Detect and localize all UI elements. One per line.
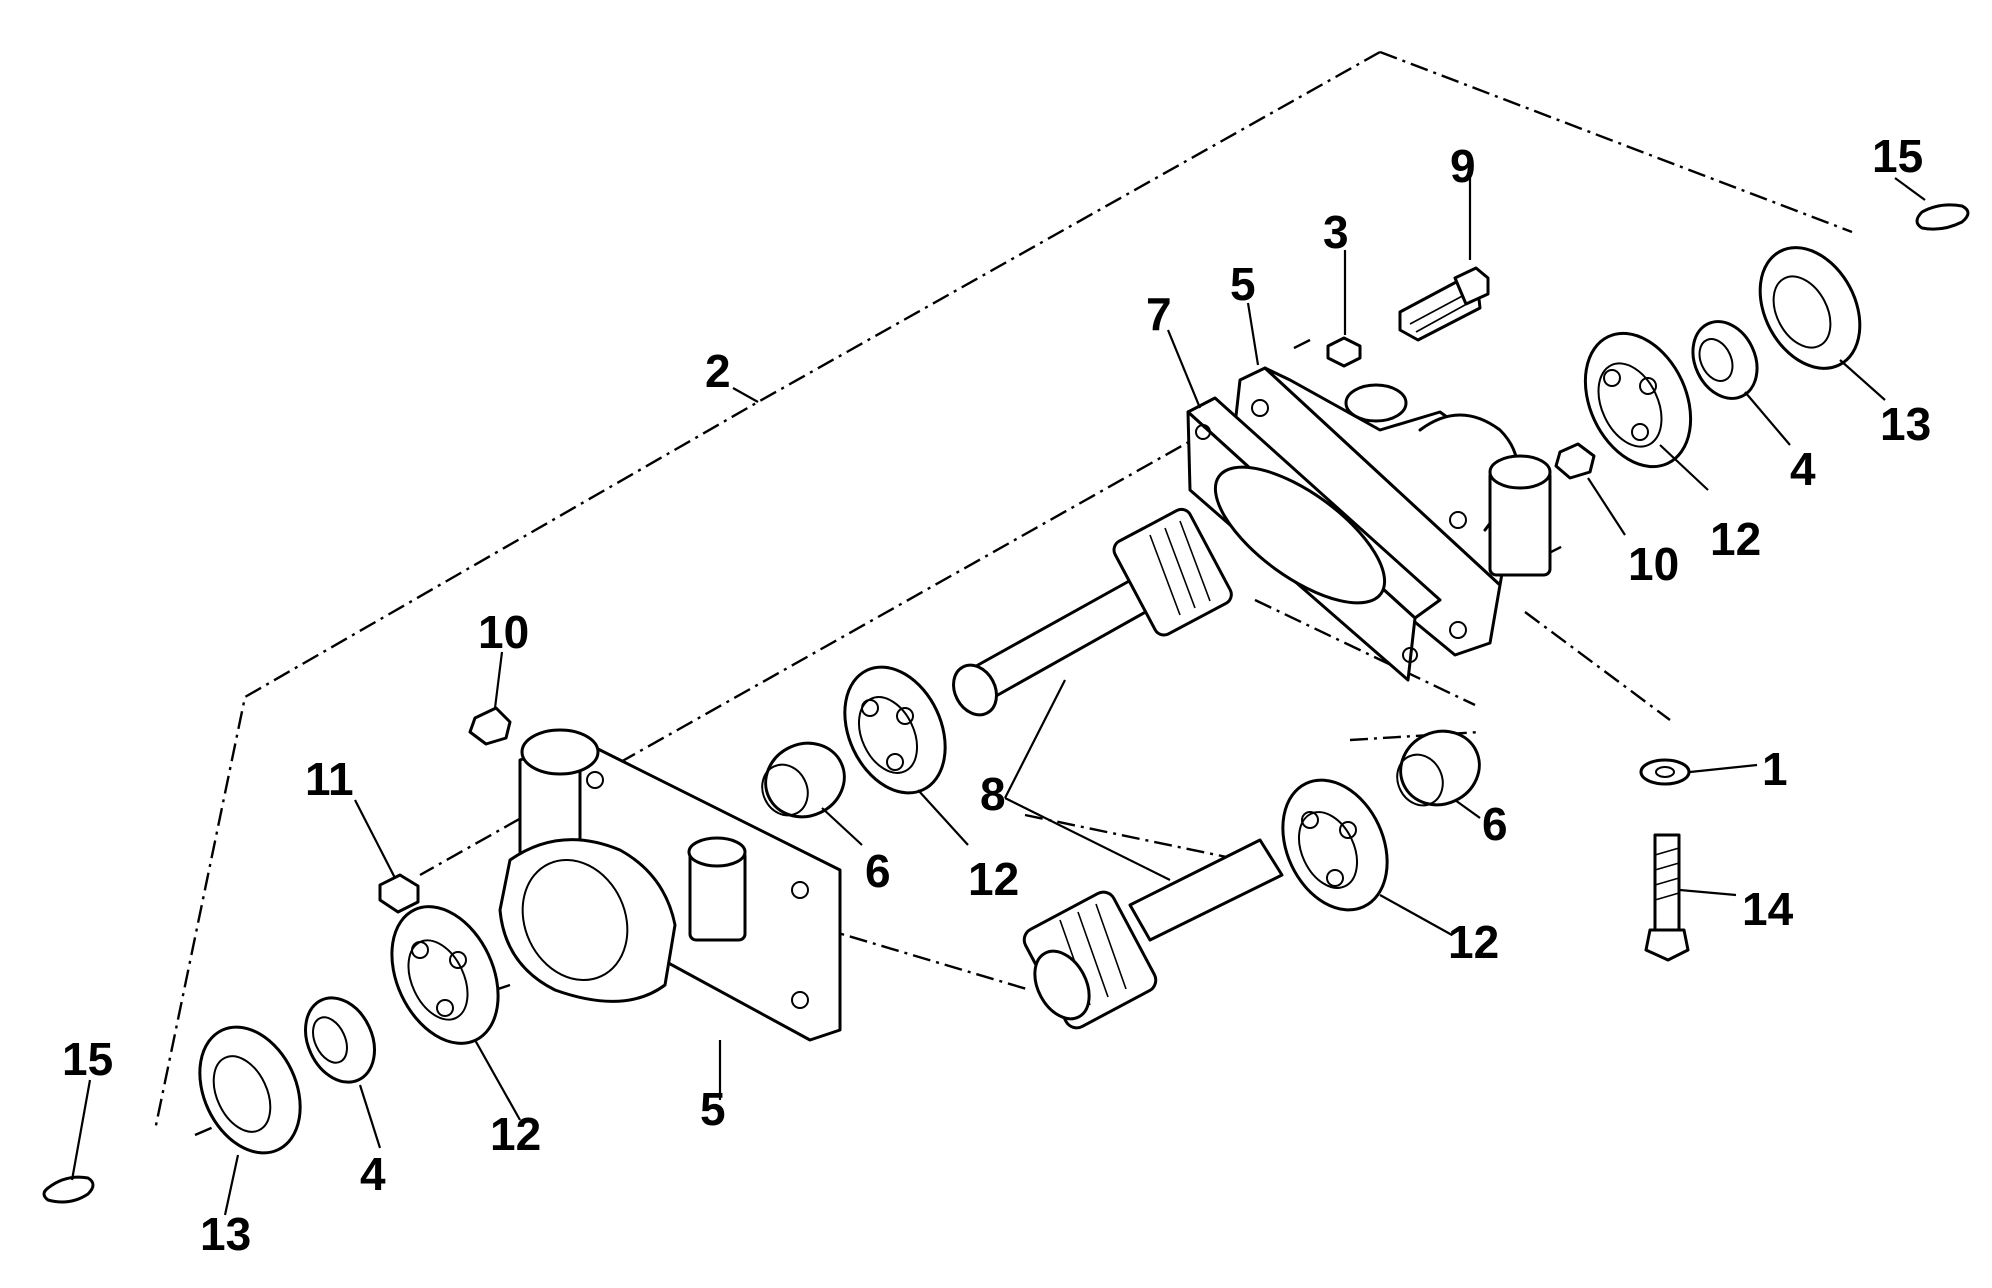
gear-shaft-lower [1022, 838, 1284, 1030]
housing-upper [1228, 366, 1552, 657]
callout-c12-mid-left: 12 [968, 853, 1019, 905]
callout-c1: 1 [1762, 743, 1788, 795]
callout-c11: 11 [305, 753, 354, 805]
callout-c5-top: 5 [1230, 258, 1256, 310]
plug-left [468, 706, 512, 746]
callout-c12-mid-right: 12 [1448, 916, 1499, 968]
gasket [1186, 396, 1442, 682]
callout-c3: 3 [1323, 206, 1349, 258]
callout-c4-bottom: 4 [360, 1148, 386, 1200]
plug-upper-right [1554, 442, 1596, 480]
callout-c6-left: 6 [865, 845, 891, 897]
callout-c14: 14 [1742, 883, 1794, 935]
callout-c8: 8 [980, 768, 1006, 820]
bolt-top [1398, 266, 1490, 342]
callout-c7: 7 [1146, 288, 1172, 340]
callout-c13-bottom: 13 [200, 1208, 251, 1260]
bolt-bottom-right [1644, 833, 1690, 962]
callout-c12-bottom: 12 [490, 1108, 541, 1160]
washer-bottom-right [1639, 758, 1691, 786]
spacer-upper-right [1691, 320, 1759, 400]
bearing-lower-left [390, 905, 500, 1045]
callout-c4-top: 4 [1790, 443, 1816, 495]
callout-leaders [70, 175, 1926, 1216]
bushing-middle [761, 741, 846, 819]
key-top [1915, 203, 1970, 231]
callout-c12-top: 12 [1710, 513, 1761, 565]
bearing-middle [843, 665, 947, 795]
key-bottom [42, 1175, 95, 1204]
nut-top [1326, 336, 1362, 368]
callout-c10-left: 10 [478, 606, 529, 658]
assembly-outline [153, 50, 1853, 1131]
callout-c15-bottom: 15 [62, 1033, 113, 1085]
callout-c13-top: 13 [1880, 398, 1931, 450]
seal-upper-right [1758, 246, 1862, 370]
spacer-lower-left [304, 996, 376, 1084]
callout-c6-right: 6 [1482, 798, 1508, 850]
housing-lower [498, 728, 842, 1042]
bearing-lower-right [1281, 778, 1389, 912]
gear-shaft-upper [952, 507, 1233, 717]
nut-left [378, 873, 420, 914]
bearing-upper-right [1583, 331, 1693, 469]
callout-c5-bottom: 5 [700, 1083, 726, 1135]
callout-c9: 9 [1450, 140, 1476, 192]
callout-c15-top: 15 [1872, 130, 1923, 182]
bushing-right [1396, 729, 1481, 807]
callout-c2: 2 [705, 345, 731, 397]
seal-lower-left [198, 1025, 302, 1155]
callout-c10-top: 10 [1628, 538, 1679, 590]
